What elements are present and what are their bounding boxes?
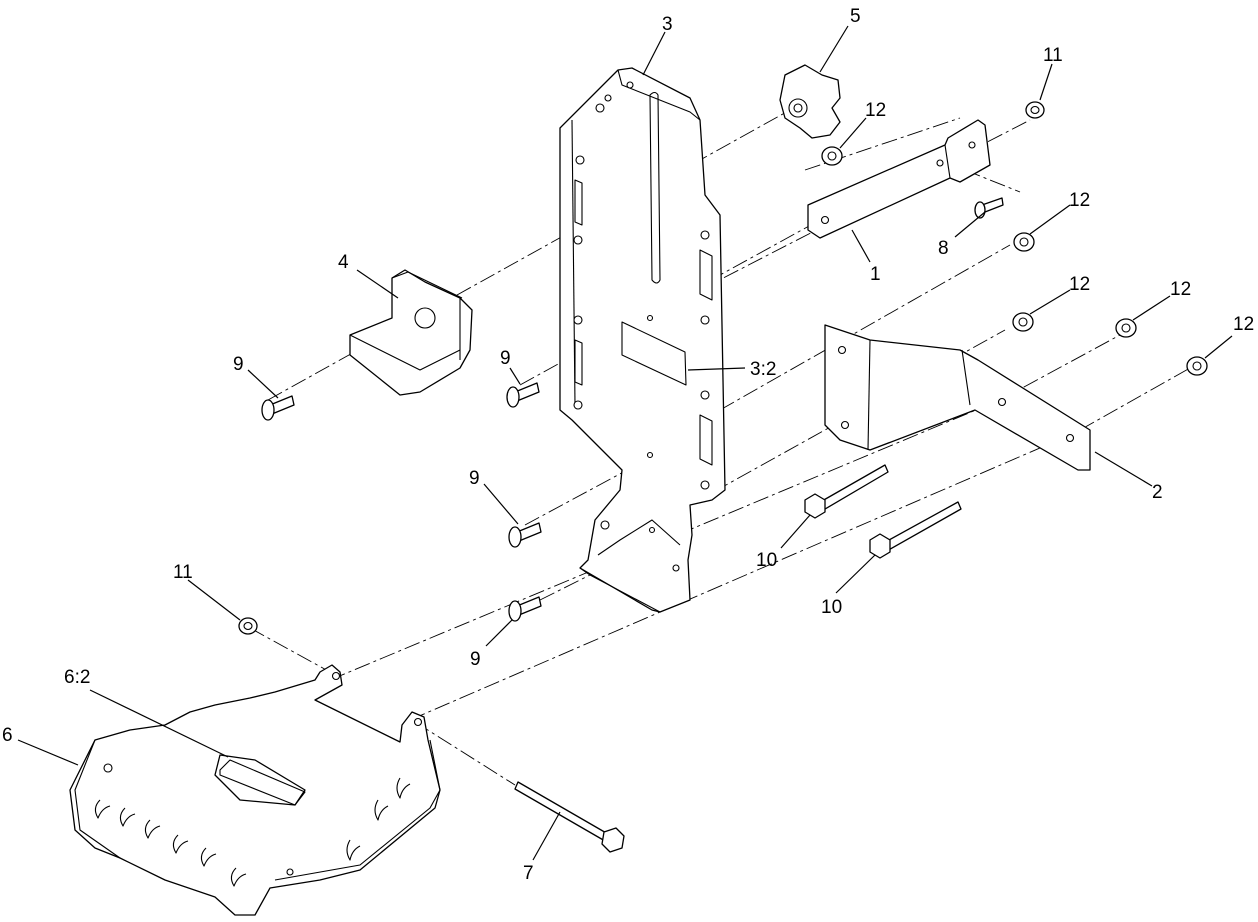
callout-10-b: 10 [821,597,842,618]
callout-3: 3 [662,14,673,35]
callout-9-b: 9 [500,348,511,369]
part-5-knob [779,64,841,139]
callout-1: 1 [870,264,881,285]
callout-6: 6 [2,725,13,746]
part-3-main-bracket [559,67,726,613]
part-1-upper-bracket [807,119,991,239]
part-12-flange-nut-d [1115,318,1137,338]
part-6-foot-plate [69,664,441,916]
part-9-carriage-bolt-a [261,395,295,421]
part-10-hex-bolt-a [804,464,889,519]
callout-9-a: 9 [233,354,244,375]
callout-12-e: 12 [1233,314,1254,335]
part-7-long-hex-bolt [514,781,625,853]
part-12-flange-nut-b [1013,232,1035,252]
callout-11-upper: 11 [1043,45,1063,66]
leader-lines [17,25,1233,861]
callout-12-a: 12 [865,100,886,121]
callout-2: 2 [1152,482,1163,503]
part-9-carriage-bolt-d [508,596,542,622]
callout-12-b: 12 [1069,190,1090,211]
callout-9-c: 9 [469,468,480,489]
callout-8: 8 [938,238,949,259]
part-11-nut-upper [1025,101,1045,119]
callout-4: 4 [338,252,349,273]
part-11-nut-lower [238,617,258,635]
callout-labels: 3 5 11 12 1 8 12 12 12 12 2 4 9 9 3:2 9 … [2,6,1254,884]
part-8-carriage-bolt [974,197,1004,219]
part-12-flange-nut-a [821,146,843,166]
part-9-carriage-bolt-c [508,522,542,548]
callout-10-a: 10 [756,550,777,571]
callout-5: 5 [850,6,861,27]
part-4-small-bracket [349,269,473,396]
callout-9-d: 9 [470,649,481,670]
callout-12-c: 12 [1069,274,1090,295]
callout-12-d: 12 [1170,279,1191,300]
part-12-flange-nut-e [1186,356,1208,376]
callout-11-lower: 11 [173,562,193,583]
callout-3-2: 3:2 [750,359,776,380]
callout-6-2: 6:2 [64,667,90,688]
part-9-carriage-bolt-b [506,382,540,408]
part-12-flange-nut-c [1012,312,1034,332]
part-2-right-bracket [824,324,1091,471]
callout-7: 7 [523,863,534,884]
part-10-hex-bolt-b [869,501,962,559]
